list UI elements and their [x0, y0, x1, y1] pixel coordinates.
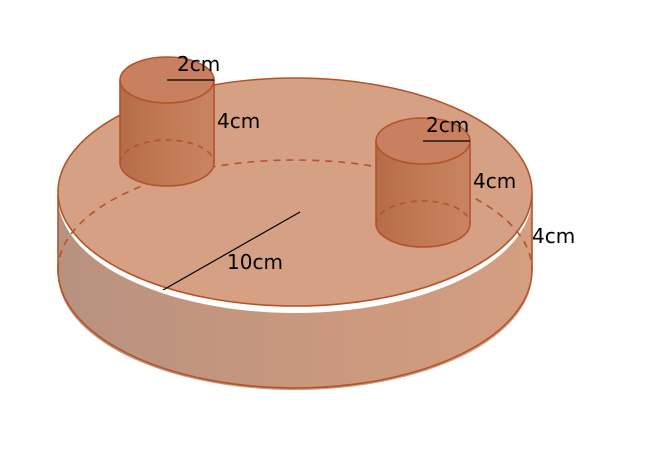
base-bottom-front-edge	[57, 269, 533, 389]
right-cylinder-height-label: 4cm	[473, 169, 516, 193]
base-cylinder-side	[58, 197, 532, 390]
base-radius-line	[162, 211, 301, 291]
left-cylinder-bottom-front	[119, 162, 215, 187]
base-radius-label: 10cm	[227, 250, 283, 274]
left-cylinder-height-label: 4cm	[217, 109, 260, 133]
right-cylinder-side	[376, 141, 470, 247]
left-cylinder-side	[120, 80, 214, 186]
right-small-cylinder	[375, 117, 471, 248]
left-cylinder-radius-label: 2cm	[177, 52, 220, 76]
right-cylinder-radius-label: 2cm	[426, 113, 469, 137]
left-cylinder-bottom-back	[119, 139, 215, 164]
left-small-cylinder	[119, 56, 215, 187]
right-cylinder-bottom-front	[375, 223, 471, 248]
base-height-label: 4cm	[532, 224, 575, 248]
right-cylinder-bottom-back	[375, 200, 471, 225]
